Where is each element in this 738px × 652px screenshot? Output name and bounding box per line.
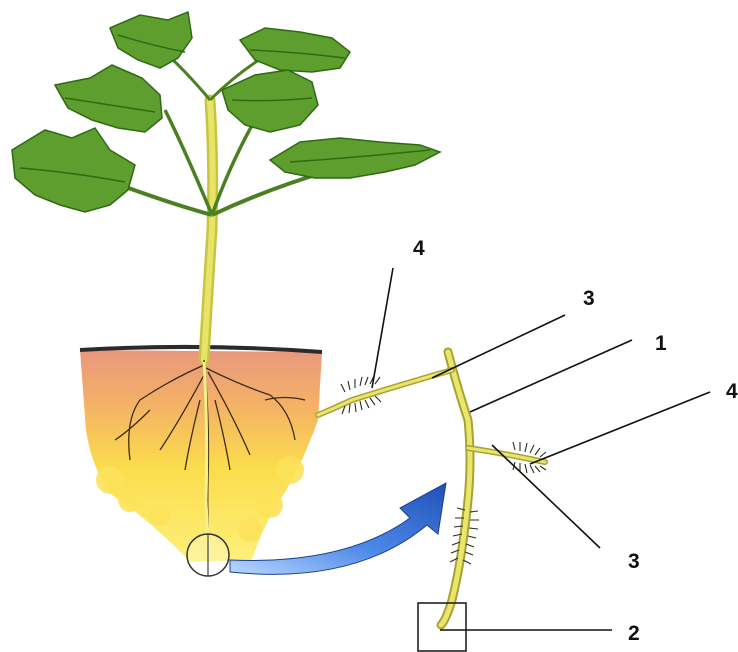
leader-lines	[372, 268, 710, 630]
label-3-upper: 3	[583, 287, 595, 310]
leader-4-right	[530, 392, 710, 464]
leader-1	[470, 340, 632, 412]
label-3-lower: 3	[628, 550, 640, 573]
soil	[80, 347, 322, 562]
label-4-top: 4	[413, 237, 425, 260]
root-hairs	[341, 376, 546, 564]
label-1: 1	[655, 332, 667, 355]
leaf	[270, 138, 440, 178]
leader-4-top	[372, 268, 393, 388]
leader-3-upper	[432, 315, 565, 378]
label-2: 2	[628, 622, 640, 645]
label-4-right: 4	[726, 380, 738, 403]
leaf	[110, 12, 192, 68]
leaf	[12, 128, 135, 212]
